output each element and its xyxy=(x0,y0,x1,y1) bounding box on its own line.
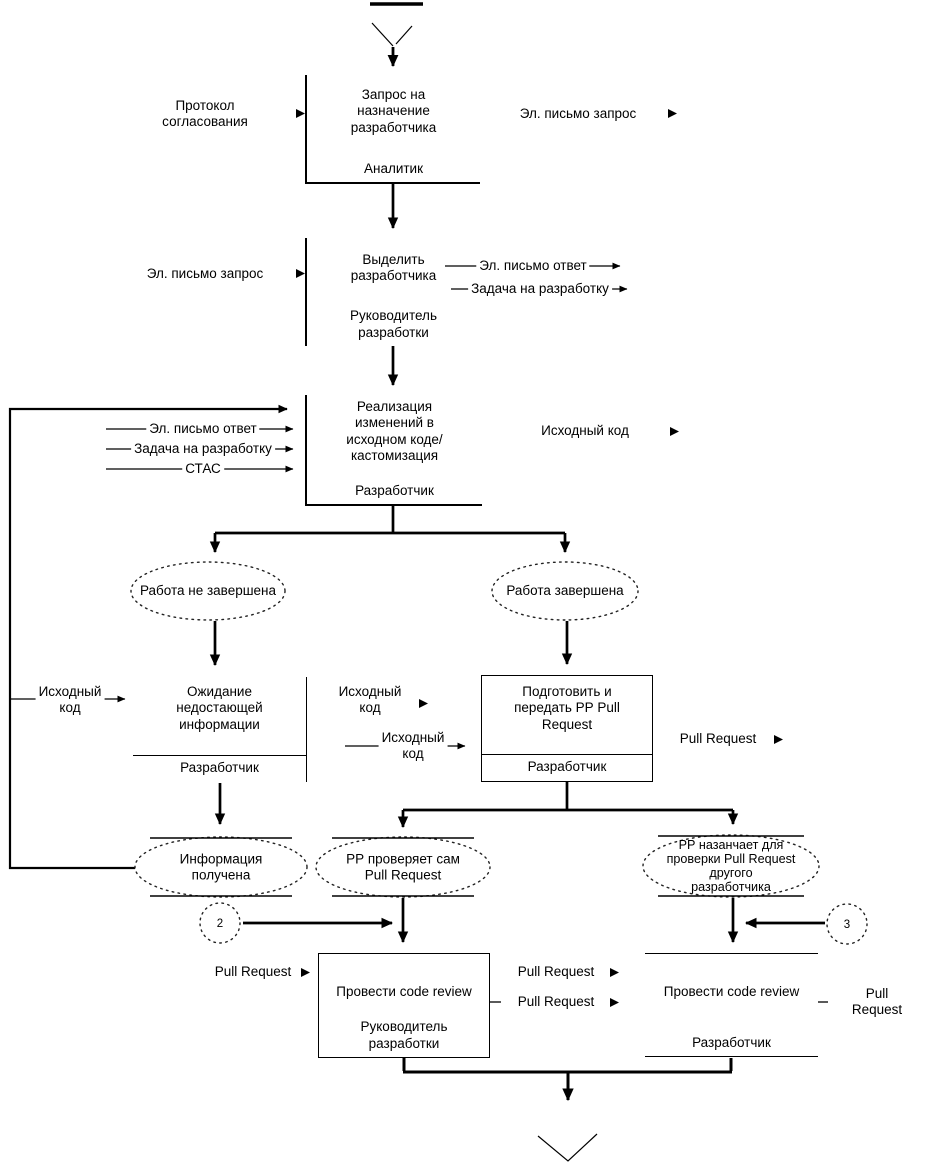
box-code-review-lead: Провести code review Руководитель разраб… xyxy=(318,953,490,1058)
condition-work-not-finished: Работа не завершена xyxy=(139,583,277,599)
box-title: Провести code review xyxy=(336,984,472,999)
junction-3-label: 3 xyxy=(843,919,851,931)
box-title: Реализация изменений в исходном коде/ ка… xyxy=(346,399,443,464)
condition-work-finished: Работа завершена xyxy=(506,583,624,599)
arrow-label-email-request-out: Эл. письмо запрос xyxy=(516,105,640,123)
offpage-connector-bottom xyxy=(537,1133,598,1162)
box-title: Выделить разработчика xyxy=(350,252,437,284)
arrow-label-email-reply-in: Эл. письмо ответ xyxy=(146,420,260,438)
arrow-label-dev-task-out: Задача на разработку xyxy=(468,280,612,298)
junction-2-label: 2 xyxy=(216,918,224,930)
box-request-dev-assignment: Запрос на назначение разработчика Аналит… xyxy=(305,75,480,184)
box-title: Запрос на назначение разработчика xyxy=(350,87,437,135)
arrow-label-pull-request-review-out2: Pull Request xyxy=(514,993,598,1011)
junction-2-circle xyxy=(199,902,241,944)
box-role: Руководитель разработки xyxy=(360,1019,448,1051)
box-role: Разработчик xyxy=(692,1034,771,1050)
box-title: Подготовить и передать РР Pull Request xyxy=(514,684,620,732)
box-prepare-pull-request: Подготовить и передать РР Pull Request Р… xyxy=(481,675,653,782)
box-wait-missing-info: Ожидание недостающей информации Разработ… xyxy=(133,677,307,782)
arrow-label-protocol: Протокол согласования xyxy=(159,97,251,131)
box-title: Ожидание недостающей информации xyxy=(176,684,263,732)
box-role: Разработчик xyxy=(482,753,652,781)
box-implement-changes: Реализация изменений в исходном коде/ ка… xyxy=(305,395,482,506)
box-role: Аналитик xyxy=(363,160,424,176)
arrow-label-source-code-mid-1: Исходный код xyxy=(335,683,405,717)
box-role: Руководитель разработки xyxy=(350,308,437,340)
arrow-label-pull-request-review-in: Pull Request xyxy=(211,963,295,981)
offpage-connector-top xyxy=(370,2,423,68)
arrow-label-pull-request-review-out1: Pull Request xyxy=(514,963,598,981)
box-title: Провести code review xyxy=(663,984,800,999)
arrow-label-source-code-out: Исходный код xyxy=(538,422,632,440)
condition-rr-assigns-review: РР назанчает для проверки Pull Request д… xyxy=(666,837,796,895)
arrow-label-email-request-in: Эл. письмо запрос xyxy=(143,265,267,283)
feedback-loop-line xyxy=(8,404,288,870)
arrow-label-dev-task-in: Задача на разработку xyxy=(131,440,275,458)
box-code-review-dev: Провести code review Разработчик xyxy=(645,953,818,1057)
condition-info-received: Информация получена xyxy=(179,851,263,882)
junction-3-circle xyxy=(826,903,868,945)
arrow-label-pull-request-dev-out: Pull Request xyxy=(848,985,906,1019)
ellipse-chords xyxy=(150,835,804,897)
arrow-label-source-code-mid-2: Исходный код xyxy=(378,729,448,763)
arrow-label-email-reply-out: Эл. письмо ответ xyxy=(476,257,590,275)
condition-ellipses xyxy=(130,561,868,945)
arrow-label-source-code-wait-in: Исходный код xyxy=(35,683,105,717)
box-role: Разработчик xyxy=(355,482,434,498)
arrow-label-pull-request-prepare-out: Pull Request xyxy=(676,730,760,748)
condition-rr-self-review: РР проверяет сам Pull Request xyxy=(346,851,460,882)
flow-arrows xyxy=(209,184,825,1102)
box-allocate-developer: Выделить разработчика Руководитель разра… xyxy=(305,238,480,346)
arrow-glyphs xyxy=(296,109,783,1007)
box-role: Разработчик xyxy=(133,754,306,782)
arrow-label-stas: СТАС xyxy=(182,460,224,478)
